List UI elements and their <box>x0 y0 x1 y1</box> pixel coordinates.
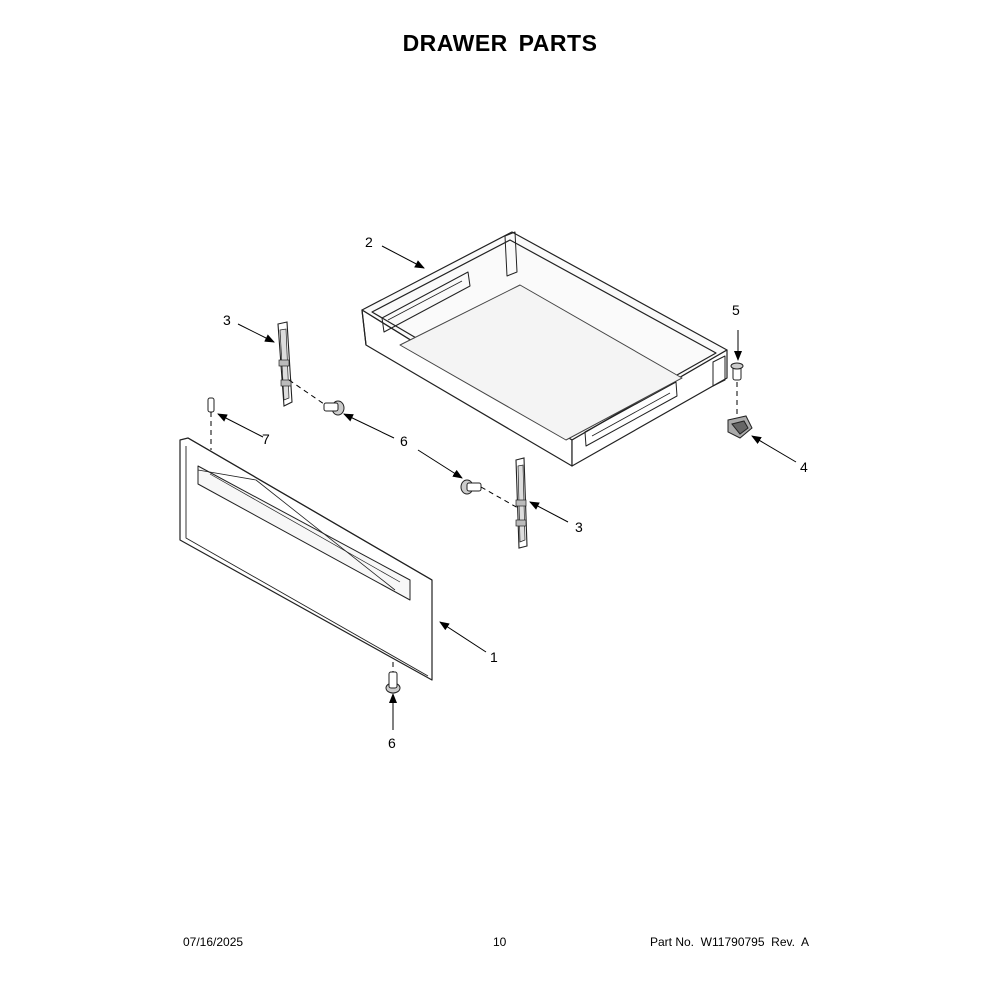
page-title: DRAWER PARTS <box>402 30 598 56</box>
footer-date: 07/16/2025 <box>183 935 244 949</box>
callout-7: 7 <box>262 431 270 447</box>
drawer-slide-right-part-3 <box>515 457 528 549</box>
pin-part-7 <box>207 397 215 413</box>
drawer-box-part-2 <box>361 231 728 467</box>
screw-part-6-bottom <box>385 671 401 694</box>
callout-2: 2 <box>365 234 373 250</box>
footer-page-number: 10 <box>493 935 507 949</box>
drawer-front-part-1 <box>179 437 433 681</box>
screw-part-5 <box>730 362 744 381</box>
callout-5: 5 <box>732 302 740 318</box>
screw-part-6-middle <box>460 479 482 495</box>
callout-6-upper: 6 <box>400 433 408 449</box>
assembly-lines <box>210 379 738 672</box>
callout-1: 1 <box>490 649 498 665</box>
callout-3-left: 3 <box>223 312 231 328</box>
callout-4: 4 <box>800 459 808 475</box>
screw-part-6-upper <box>323 400 345 416</box>
callout-3-right: 3 <box>575 519 583 535</box>
leader-arrows <box>217 245 797 730</box>
bracket-part-4 <box>727 415 753 439</box>
callout-labels: 2 3 5 7 6 4 3 1 6 <box>223 234 808 751</box>
drawer-slide-left-part-3 <box>277 321 293 407</box>
callout-6-bottom: 6 <box>388 735 396 751</box>
footer-part-number: Part No. W11790795 Rev. A <box>650 935 809 949</box>
